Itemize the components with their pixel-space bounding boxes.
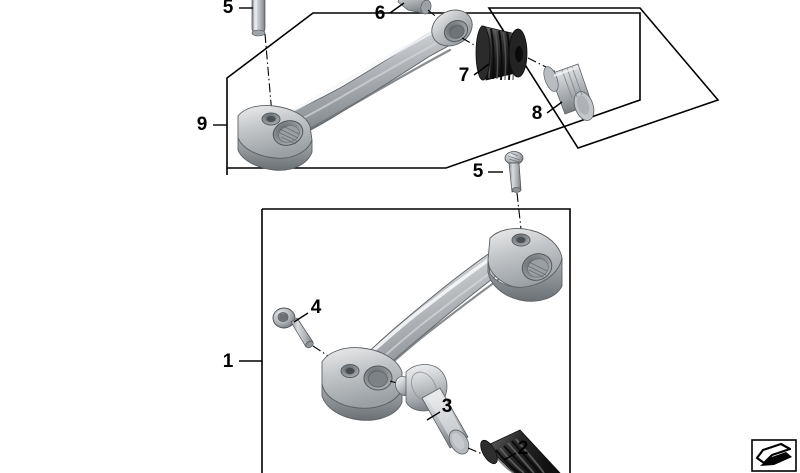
group-bracket-1	[261, 208, 571, 473]
callout-7: 7	[459, 63, 490, 86]
callout-2-leader	[503, 452, 517, 461]
axis-line-screw5-upper	[264, 33, 273, 116]
callout-4: 4	[293, 297, 322, 323]
callout-2-label: 2	[518, 438, 529, 459]
callout-7-leader	[473, 63, 490, 76]
callout-3: 3	[426, 396, 453, 421]
part-8-knob	[543, 63, 595, 121]
callout-3-leader	[426, 411, 441, 421]
part-4-screw	[272, 307, 314, 349]
callout-4-label: 4	[311, 297, 322, 318]
callout-6: 6	[375, 2, 405, 24]
callout-6-leader	[389, 2, 405, 14]
callout-1-label: 1	[223, 351, 234, 372]
part-9-shift-lever	[237, 9, 473, 171]
group-1-outline	[261, 208, 571, 473]
callout-5-mid: 5	[473, 161, 503, 182]
callout-5-top-label: 5	[223, 0, 234, 18]
part-6-pin	[397, 0, 432, 15]
callout-2: 2	[503, 438, 529, 461]
callout-5-mid-label: 5	[473, 161, 484, 182]
group-bracket-9	[226, 12, 641, 175]
callout-7-label: 7	[459, 65, 470, 86]
part-3-pedal-pin	[395, 364, 470, 455]
part-5-screw-lower	[504, 151, 524, 193]
part-5-screw-upper	[251, 0, 266, 37]
callout-group: 9 5 6 7 8 5	[197, 0, 563, 461]
axis-line-boot-to-knob	[527, 57, 557, 73]
three-d-view-icon[interactable]	[751, 439, 797, 472]
group-8-outline	[487, 7, 720, 149]
callout-9-label: 9	[197, 114, 208, 135]
callout-8-leader	[546, 101, 563, 114]
part-1-gearshift-pedal	[321, 227, 563, 421]
part-2-rubber-footrest	[480, 429, 561, 473]
part-7-rubber-boot	[475, 25, 528, 81]
view-icon-arrow	[755, 442, 792, 465]
callout-8-label: 8	[532, 103, 543, 124]
callout-8: 8	[532, 101, 563, 124]
view-icon-shadow	[760, 452, 792, 466]
callout-4-leader	[293, 312, 309, 323]
callout-3-label: 3	[442, 396, 453, 417]
axis-line-bore-to-pin3	[389, 380, 421, 391]
axis-line-pin6	[427, 9, 453, 31]
callout-1: 1	[223, 351, 262, 372]
group-bracket-8	[487, 7, 720, 149]
callout-5-top: 5	[223, 0, 253, 18]
callout-6-label: 6	[375, 3, 386, 24]
callout-9: 9	[197, 114, 227, 135]
group-9-outline	[226, 12, 641, 175]
